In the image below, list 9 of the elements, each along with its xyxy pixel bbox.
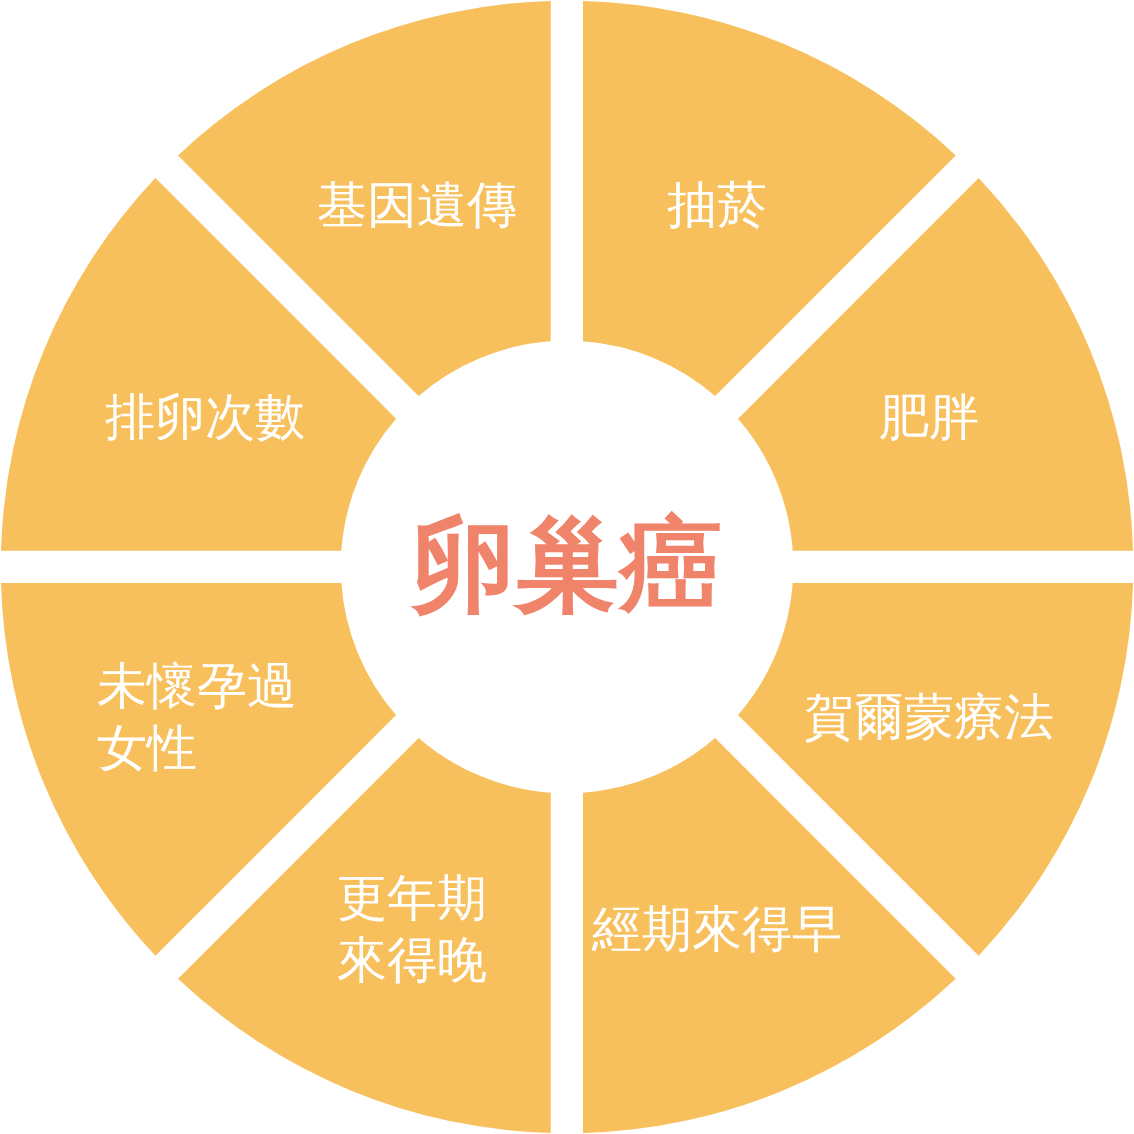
segment-label: 更年期來得晚 [337, 868, 488, 992]
segment-label: 未懷孕過女性 [97, 656, 299, 779]
segment-label: 抽菸 [666, 174, 768, 236]
segment-label: 肥胖 [878, 387, 981, 448]
segment-label: 基因遺傳 [316, 174, 518, 236]
segment-label: 賀爾蒙療法 [803, 687, 1056, 748]
segment-label: 排卵次數 [103, 387, 306, 448]
segment-label: 經期來得早 [591, 899, 843, 961]
center-title: 卵巢癌 [411, 503, 723, 628]
